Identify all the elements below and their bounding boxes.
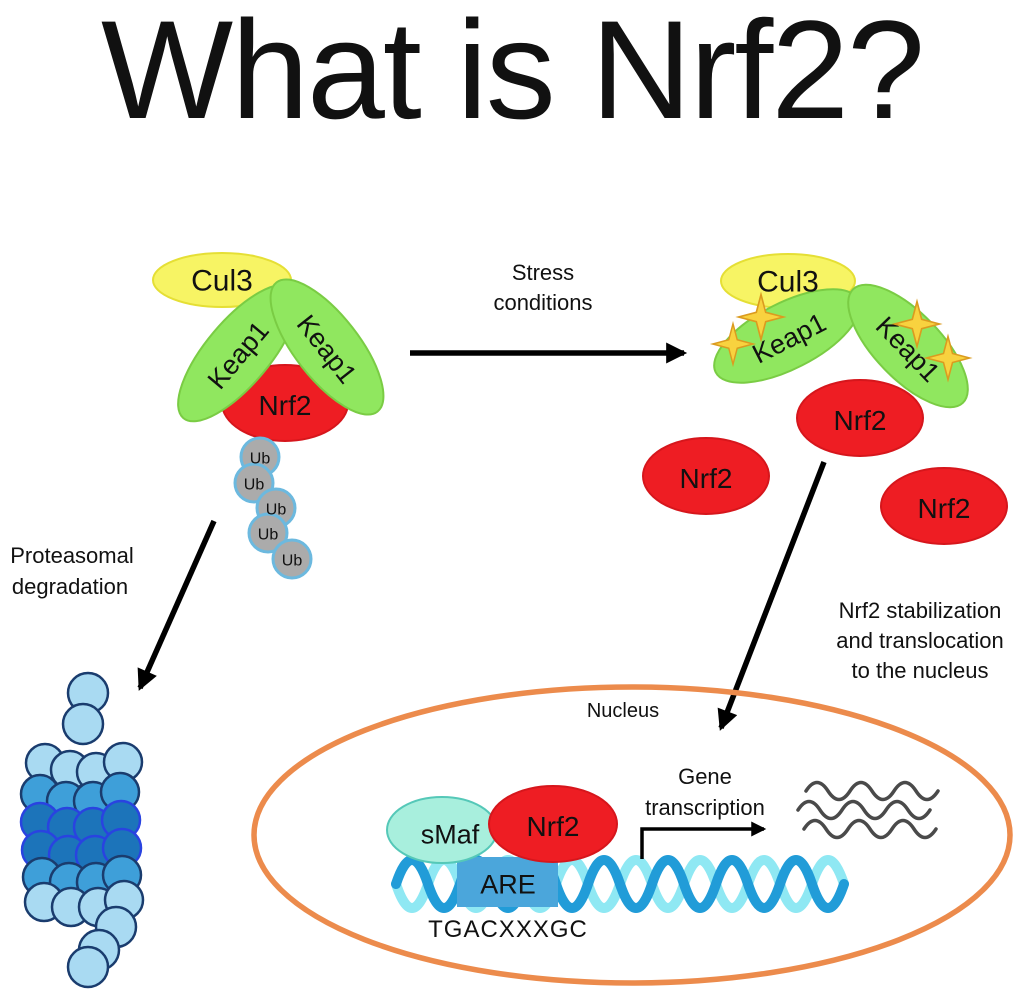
cul3-label: Cul3	[191, 265, 253, 298]
degradation-arrow	[137, 519, 217, 691]
ub-label: Ub	[282, 553, 303, 570]
stabilization-line3: to the nucleus	[852, 658, 989, 683]
transcription-start-arrow	[640, 821, 767, 859]
keap1-right-ellipse	[269, 278, 385, 416]
are-box	[457, 857, 558, 907]
ub-label: Ub	[258, 527, 279, 544]
gene-label-line2: transcription	[645, 795, 765, 820]
free-nrf2-ellipse	[880, 467, 1008, 545]
ubiquitin-chain: Ub Ub Ub Ub Ub	[233, 436, 313, 580]
translocation-arrow	[717, 461, 827, 731]
ub-circle	[247, 512, 289, 554]
ub-circle	[271, 538, 313, 580]
smaf-label: sMaf	[421, 819, 480, 849]
nucleus: Nucleus ARE TGACXXXGC sMaf Nrf2 Gene tra…	[251, 684, 1013, 986]
released-nrf2-ellipse	[796, 379, 924, 457]
released-nrf2-label: Nrf2	[834, 405, 887, 436]
cul3-label: Cul3	[757, 266, 819, 299]
gene-label-line1: Gene	[678, 764, 732, 789]
proteasomal-label-line1: Proteasomal	[10, 543, 134, 568]
mrna-wave	[804, 780, 940, 802]
free-nrf2-ellipse	[642, 437, 770, 515]
proteasome	[19, 671, 145, 989]
nuclear-nrf2-label: Nrf2	[527, 811, 580, 842]
stress-label-line1: Stress	[512, 260, 574, 285]
nucleus-label: Nucleus	[587, 700, 659, 722]
free-nrf2-molecules: Nrf2 Nrf2	[642, 437, 1008, 545]
mrna-wave	[802, 818, 938, 840]
ub-label: Ub	[266, 502, 287, 519]
stabilization-line2: and translocation	[836, 628, 1004, 653]
proteasomal-degradation-annotation: Proteasomal degradation	[10, 519, 217, 691]
stress-conditions-annotation: Stress conditions	[410, 260, 688, 364]
nucleus-membrane	[251, 684, 1013, 986]
mrna-transcripts	[796, 780, 940, 840]
are-label: ARE	[480, 869, 536, 899]
stabilization-line1: Nrf2 stabilization	[839, 598, 1002, 623]
are-sequence: TGACXXXGC	[428, 916, 588, 943]
nrf2-label: Nrf2	[259, 390, 312, 421]
proteasomal-label-line2: degradation	[12, 574, 128, 599]
free-nrf2-label: Nrf2	[918, 493, 971, 524]
stress-label-line2: conditions	[493, 290, 592, 315]
mrna-wave	[796, 799, 932, 821]
stabilization-annotation: Nrf2 stabilization and translocation to …	[717, 461, 1004, 731]
stressed-complex: Cul3 Keap1 Keap1 Nrf2	[712, 253, 971, 457]
ub-label: Ub	[250, 451, 271, 468]
free-nrf2-label: Nrf2	[680, 463, 733, 494]
gene-transcription-annotation: Gene transcription	[640, 764, 767, 859]
nuclear-nrf2-ellipse	[488, 785, 618, 863]
page-title: What is Nrf2?	[101, 0, 923, 148]
keap1-cul3-nrf2-complex: Cul3 Keap1 Keap1 Nrf2 Ub Ub Ub Ub Ub	[152, 252, 385, 580]
ub-label: Ub	[244, 477, 265, 494]
